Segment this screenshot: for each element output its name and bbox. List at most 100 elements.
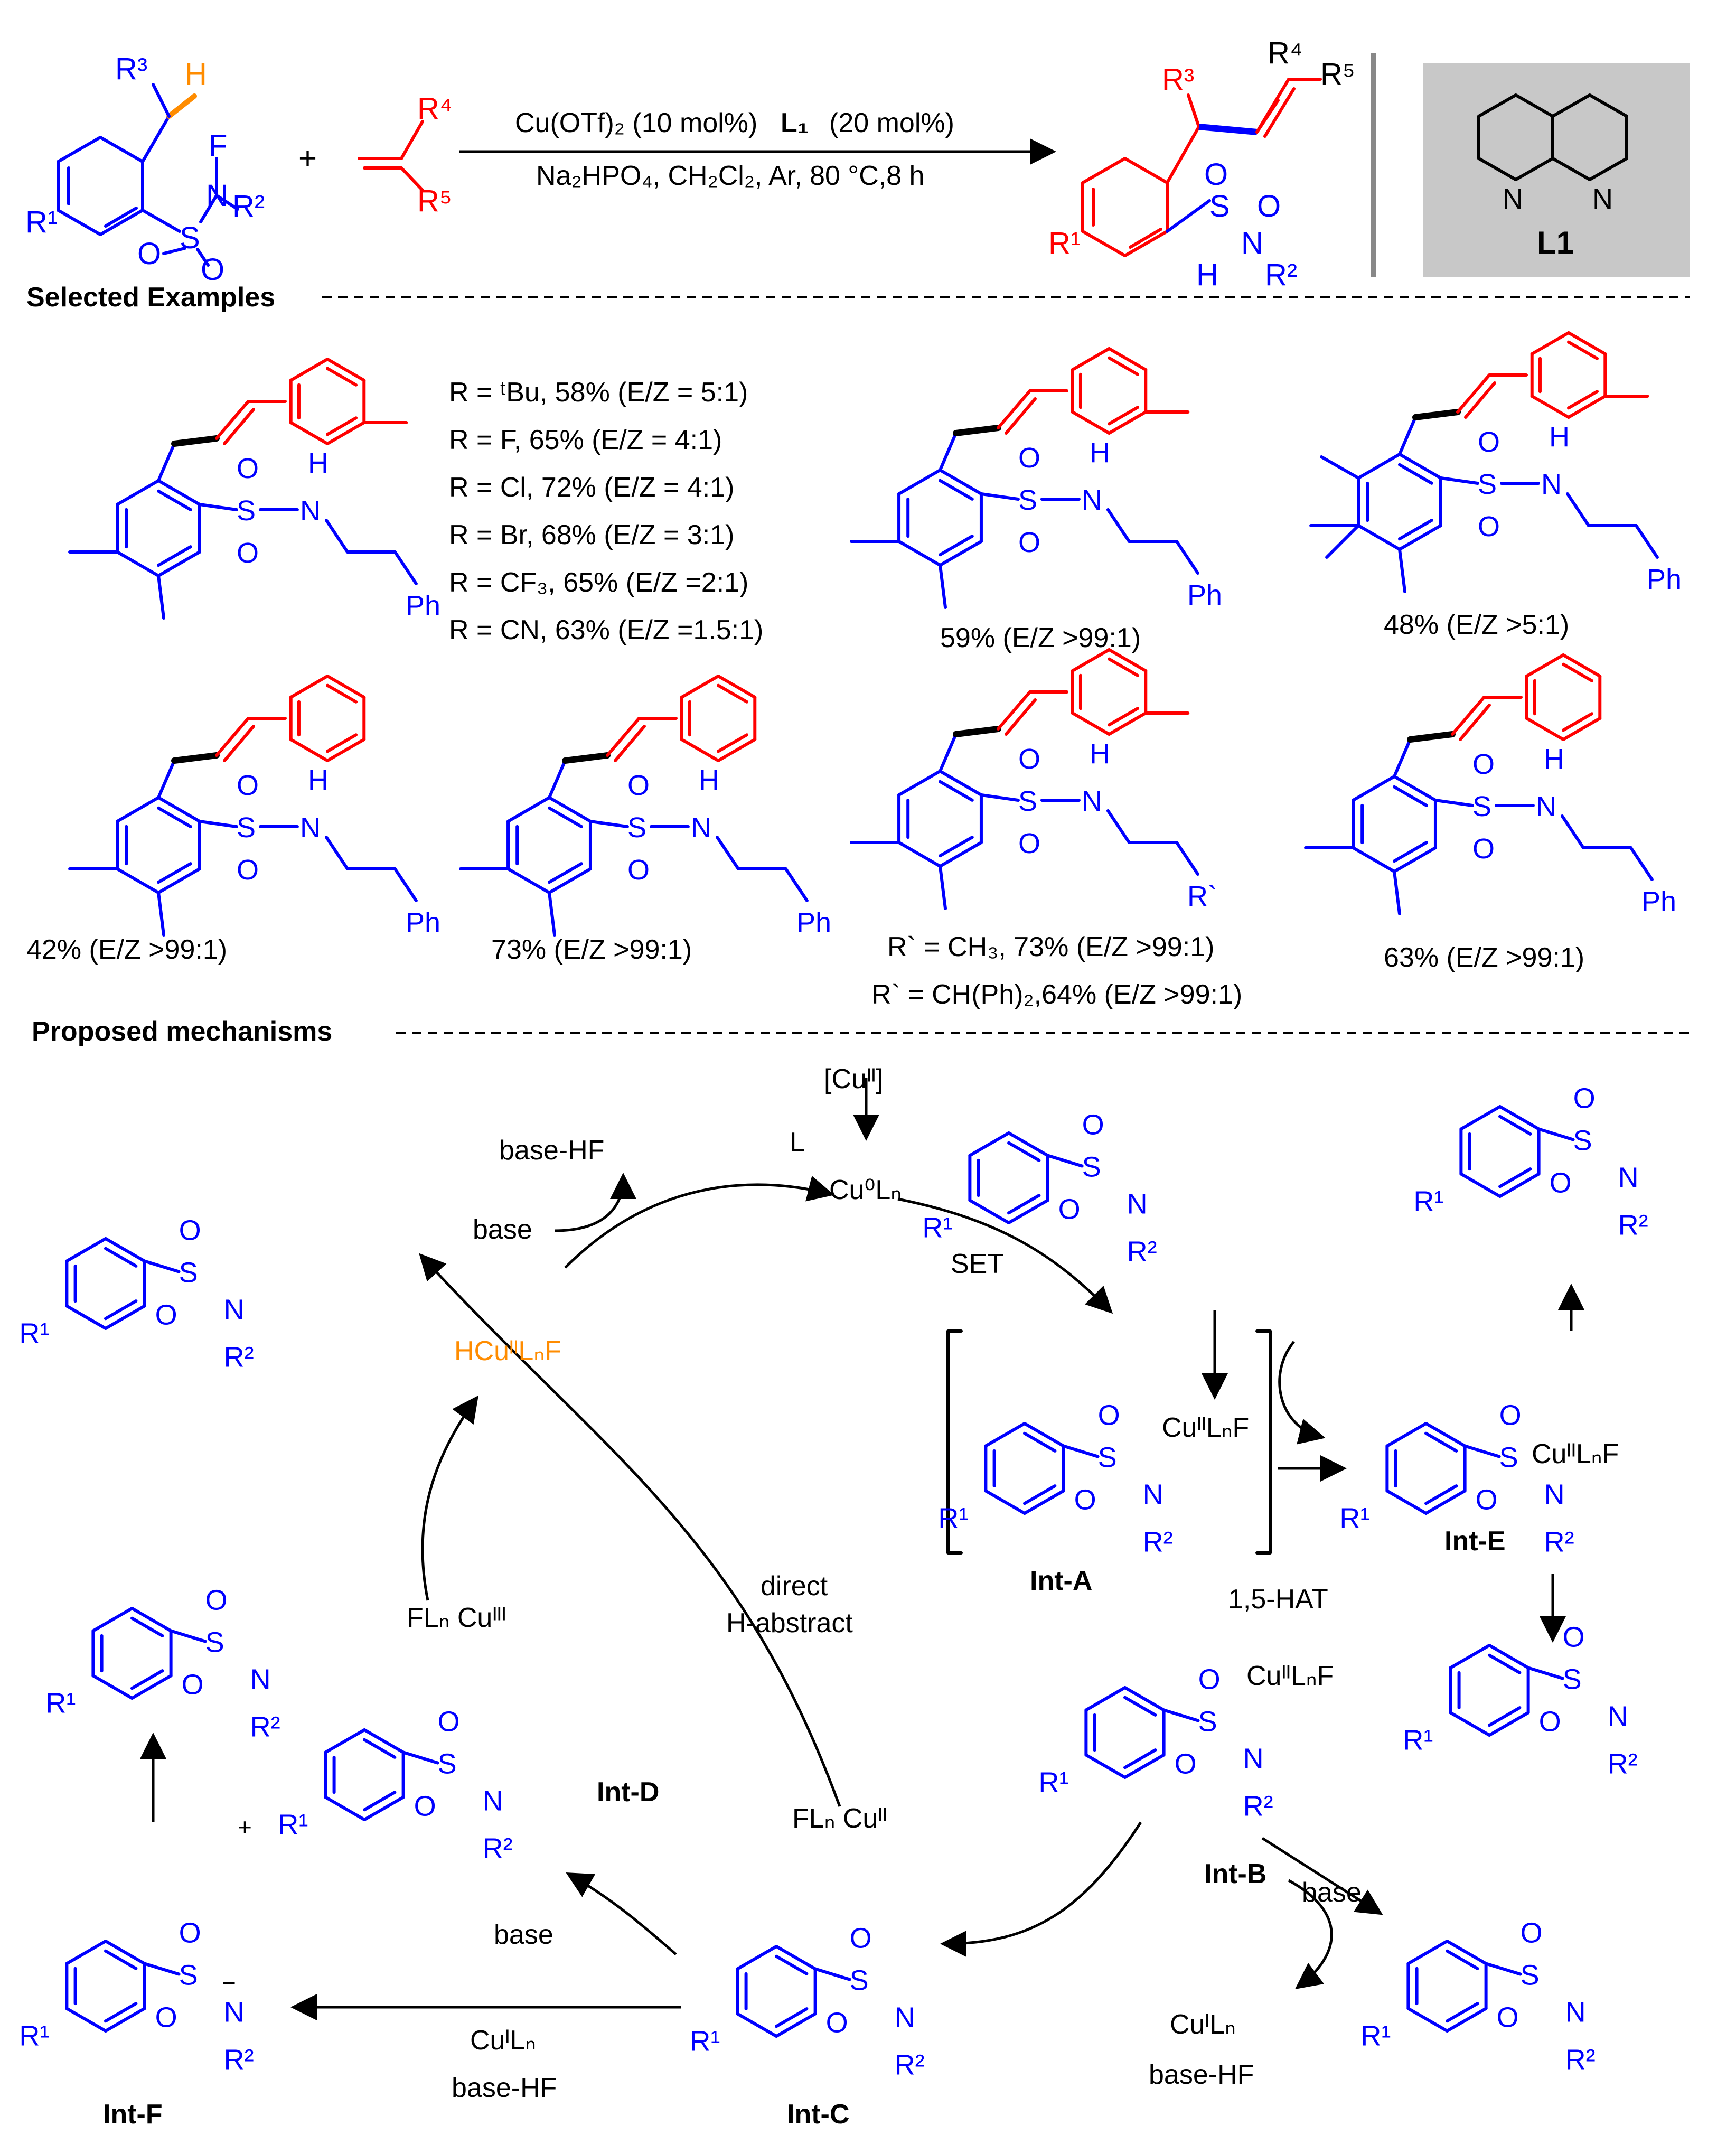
o-label: O bbox=[137, 237, 161, 271]
bond bbox=[588, 820, 629, 828]
o-label: O bbox=[1521, 1917, 1543, 1949]
ligand-l-label: L bbox=[790, 1127, 805, 1158]
elimination-arrow bbox=[1261, 1837, 1383, 1915]
o-label: O bbox=[179, 1917, 201, 1949]
bond bbox=[171, 435, 220, 447]
bond bbox=[143, 1962, 181, 1976]
bond bbox=[562, 752, 611, 764]
o-label: O bbox=[179, 1215, 201, 1247]
bond bbox=[939, 432, 958, 472]
bond bbox=[1498, 1167, 1532, 1188]
bond bbox=[953, 425, 1001, 436]
cu-i-label: CuᴵLₙ bbox=[470, 2025, 536, 2056]
r3-label: R³ bbox=[115, 52, 147, 86]
n-label: N bbox=[1082, 785, 1102, 817]
r2-label: R² bbox=[224, 2044, 254, 2076]
bond bbox=[324, 836, 349, 870]
bond bbox=[1562, 653, 1602, 678]
n-label: N bbox=[1618, 1162, 1639, 1194]
n-label: N bbox=[1565, 1997, 1586, 2028]
o-label: O bbox=[850, 1923, 872, 1954]
bond bbox=[1424, 1489, 1467, 1515]
structures: SOONHPhSOONHPhSOONHPhSOONHPhSOONHPhSOONH… bbox=[19, 331, 1682, 2081]
n-label: N bbox=[224, 1294, 245, 1326]
carbocation-charge: + bbox=[238, 1813, 252, 1841]
bond bbox=[984, 1422, 1026, 1448]
base-hf-label: base-HF bbox=[1149, 2059, 1254, 2090]
bond bbox=[65, 2007, 107, 2033]
bond bbox=[1175, 540, 1199, 575]
int-e-label: Int-E bbox=[1444, 1526, 1506, 1557]
bond bbox=[326, 683, 358, 704]
hat-label: 1,5-HAT bbox=[1228, 1584, 1328, 1615]
o-label: O bbox=[1018, 828, 1040, 859]
bond bbox=[223, 725, 255, 762]
o-label: O bbox=[1539, 1706, 1561, 1738]
bond bbox=[289, 358, 329, 382]
bond bbox=[1108, 356, 1140, 376]
h-label: H bbox=[308, 447, 329, 479]
series-yield-line: R = F, 65% (E/Z = 4:1) bbox=[449, 425, 722, 455]
r1-label: R¹ bbox=[1360, 2020, 1391, 2052]
r1-label: R¹ bbox=[1413, 1186, 1443, 1218]
n-label: N bbox=[300, 812, 321, 844]
bond bbox=[1424, 1484, 1458, 1505]
bond bbox=[91, 1674, 134, 1700]
bond bbox=[363, 1791, 397, 1812]
bracket-left bbox=[946, 1329, 963, 1555]
bond bbox=[104, 1299, 138, 1321]
set-label: SET bbox=[951, 1249, 1004, 1279]
o-label: O bbox=[1018, 442, 1040, 474]
bond bbox=[1023, 1489, 1065, 1515]
bond bbox=[363, 1728, 405, 1754]
bond bbox=[157, 545, 192, 567]
o-label: O bbox=[627, 854, 650, 886]
h-label: H bbox=[1544, 743, 1564, 775]
bond bbox=[1498, 1115, 1532, 1136]
bond bbox=[717, 738, 757, 762]
r1-label: R¹ bbox=[922, 1212, 952, 1244]
bond bbox=[939, 865, 947, 910]
h-label: H bbox=[1549, 421, 1570, 453]
cuii-label: CuᴵᴵLₙF bbox=[1246, 1661, 1334, 1691]
bond bbox=[1424, 1431, 1458, 1453]
bond bbox=[1108, 711, 1148, 736]
bond bbox=[1106, 809, 1131, 844]
bond bbox=[1007, 1131, 1049, 1157]
bond bbox=[1393, 785, 1428, 807]
bond bbox=[1005, 397, 1037, 435]
bond bbox=[1629, 846, 1654, 881]
r3-label: R³ bbox=[1162, 62, 1194, 97]
bond bbox=[1123, 1686, 1166, 1712]
bond bbox=[939, 770, 983, 797]
int-d-label: Int-D bbox=[597, 1777, 659, 1808]
cycle-arrow bbox=[421, 1395, 478, 1601]
bond bbox=[1175, 841, 1199, 876]
direct-label: direct bbox=[761, 1571, 828, 1602]
bond bbox=[91, 1607, 134, 1633]
n-label: N bbox=[483, 1785, 503, 1817]
bond bbox=[116, 550, 160, 577]
int-b-label: Int-B bbox=[1204, 1859, 1266, 1889]
bond bbox=[1406, 1940, 1449, 1965]
bond bbox=[736, 1945, 778, 1971]
bond bbox=[1398, 519, 1433, 541]
bond bbox=[1385, 1422, 1428, 1448]
r5-label: R⁵ bbox=[417, 184, 452, 218]
h-label: H bbox=[185, 57, 207, 91]
r1-label: R¹ bbox=[1048, 226, 1081, 260]
bond bbox=[939, 469, 983, 495]
bond bbox=[939, 733, 958, 773]
section-title-examples: Selected Examples bbox=[26, 282, 275, 313]
bond bbox=[1530, 395, 1570, 419]
bond bbox=[1498, 1172, 1541, 1198]
o-label: O bbox=[1497, 2002, 1519, 2034]
bond bbox=[1071, 347, 1111, 371]
bond bbox=[326, 358, 366, 382]
alkene-reagent: R⁴ R⁵ bbox=[358, 91, 453, 218]
substituent-label: Ph bbox=[1647, 564, 1682, 595]
o-label: O bbox=[237, 537, 259, 569]
o-label: O bbox=[1499, 1400, 1522, 1431]
